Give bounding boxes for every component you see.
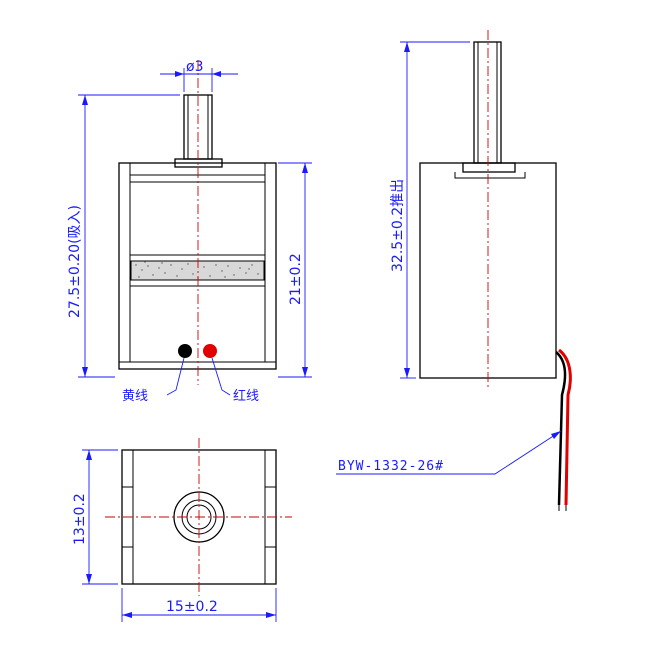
black-lead-wire	[555, 351, 567, 506]
red-lead-wire	[557, 348, 572, 506]
total-length-pull-text: 27.5±0.20(吸入)	[67, 205, 83, 318]
total-length-push-dimension: 32.5±0.2推出	[390, 41, 470, 379]
bottom-height-text: 13±0.2	[72, 493, 88, 545]
shaft-diameter-dimension: ø3	[160, 59, 238, 92]
black-wire-terminal	[178, 344, 192, 358]
body-height-dimension: 21±0.2	[278, 162, 312, 378]
side-view	[419, 30, 572, 511]
front-coil-band	[130, 260, 265, 281]
bottom-width-dimension: 15±0.2	[121, 588, 277, 622]
bottom-width-text: 15±0.2	[166, 599, 218, 615]
total-length-pull-dimension: 27.5±0.20(吸入)	[67, 94, 180, 378]
bottom-view	[105, 438, 292, 596]
front-view: 黄线 红线	[118, 60, 277, 404]
part-number-text: BYW-1332-26#	[338, 459, 444, 474]
total-length-push-text: 32.5±0.2推出	[390, 179, 406, 272]
yellow-wire-label: 黄线	[122, 389, 148, 404]
part-number-callout: BYW-1332-26#	[336, 430, 562, 475]
body-height-text: 21±0.2	[288, 253, 304, 305]
red-wire-label: 红线	[233, 388, 259, 404]
side-plunger-collar	[462, 162, 516, 173]
red-wire-terminal	[203, 344, 217, 358]
shaft-diameter-text: ø3	[186, 59, 203, 75]
bottom-height-dimension: 13±0.2	[72, 449, 118, 585]
front-frame	[118, 162, 277, 370]
